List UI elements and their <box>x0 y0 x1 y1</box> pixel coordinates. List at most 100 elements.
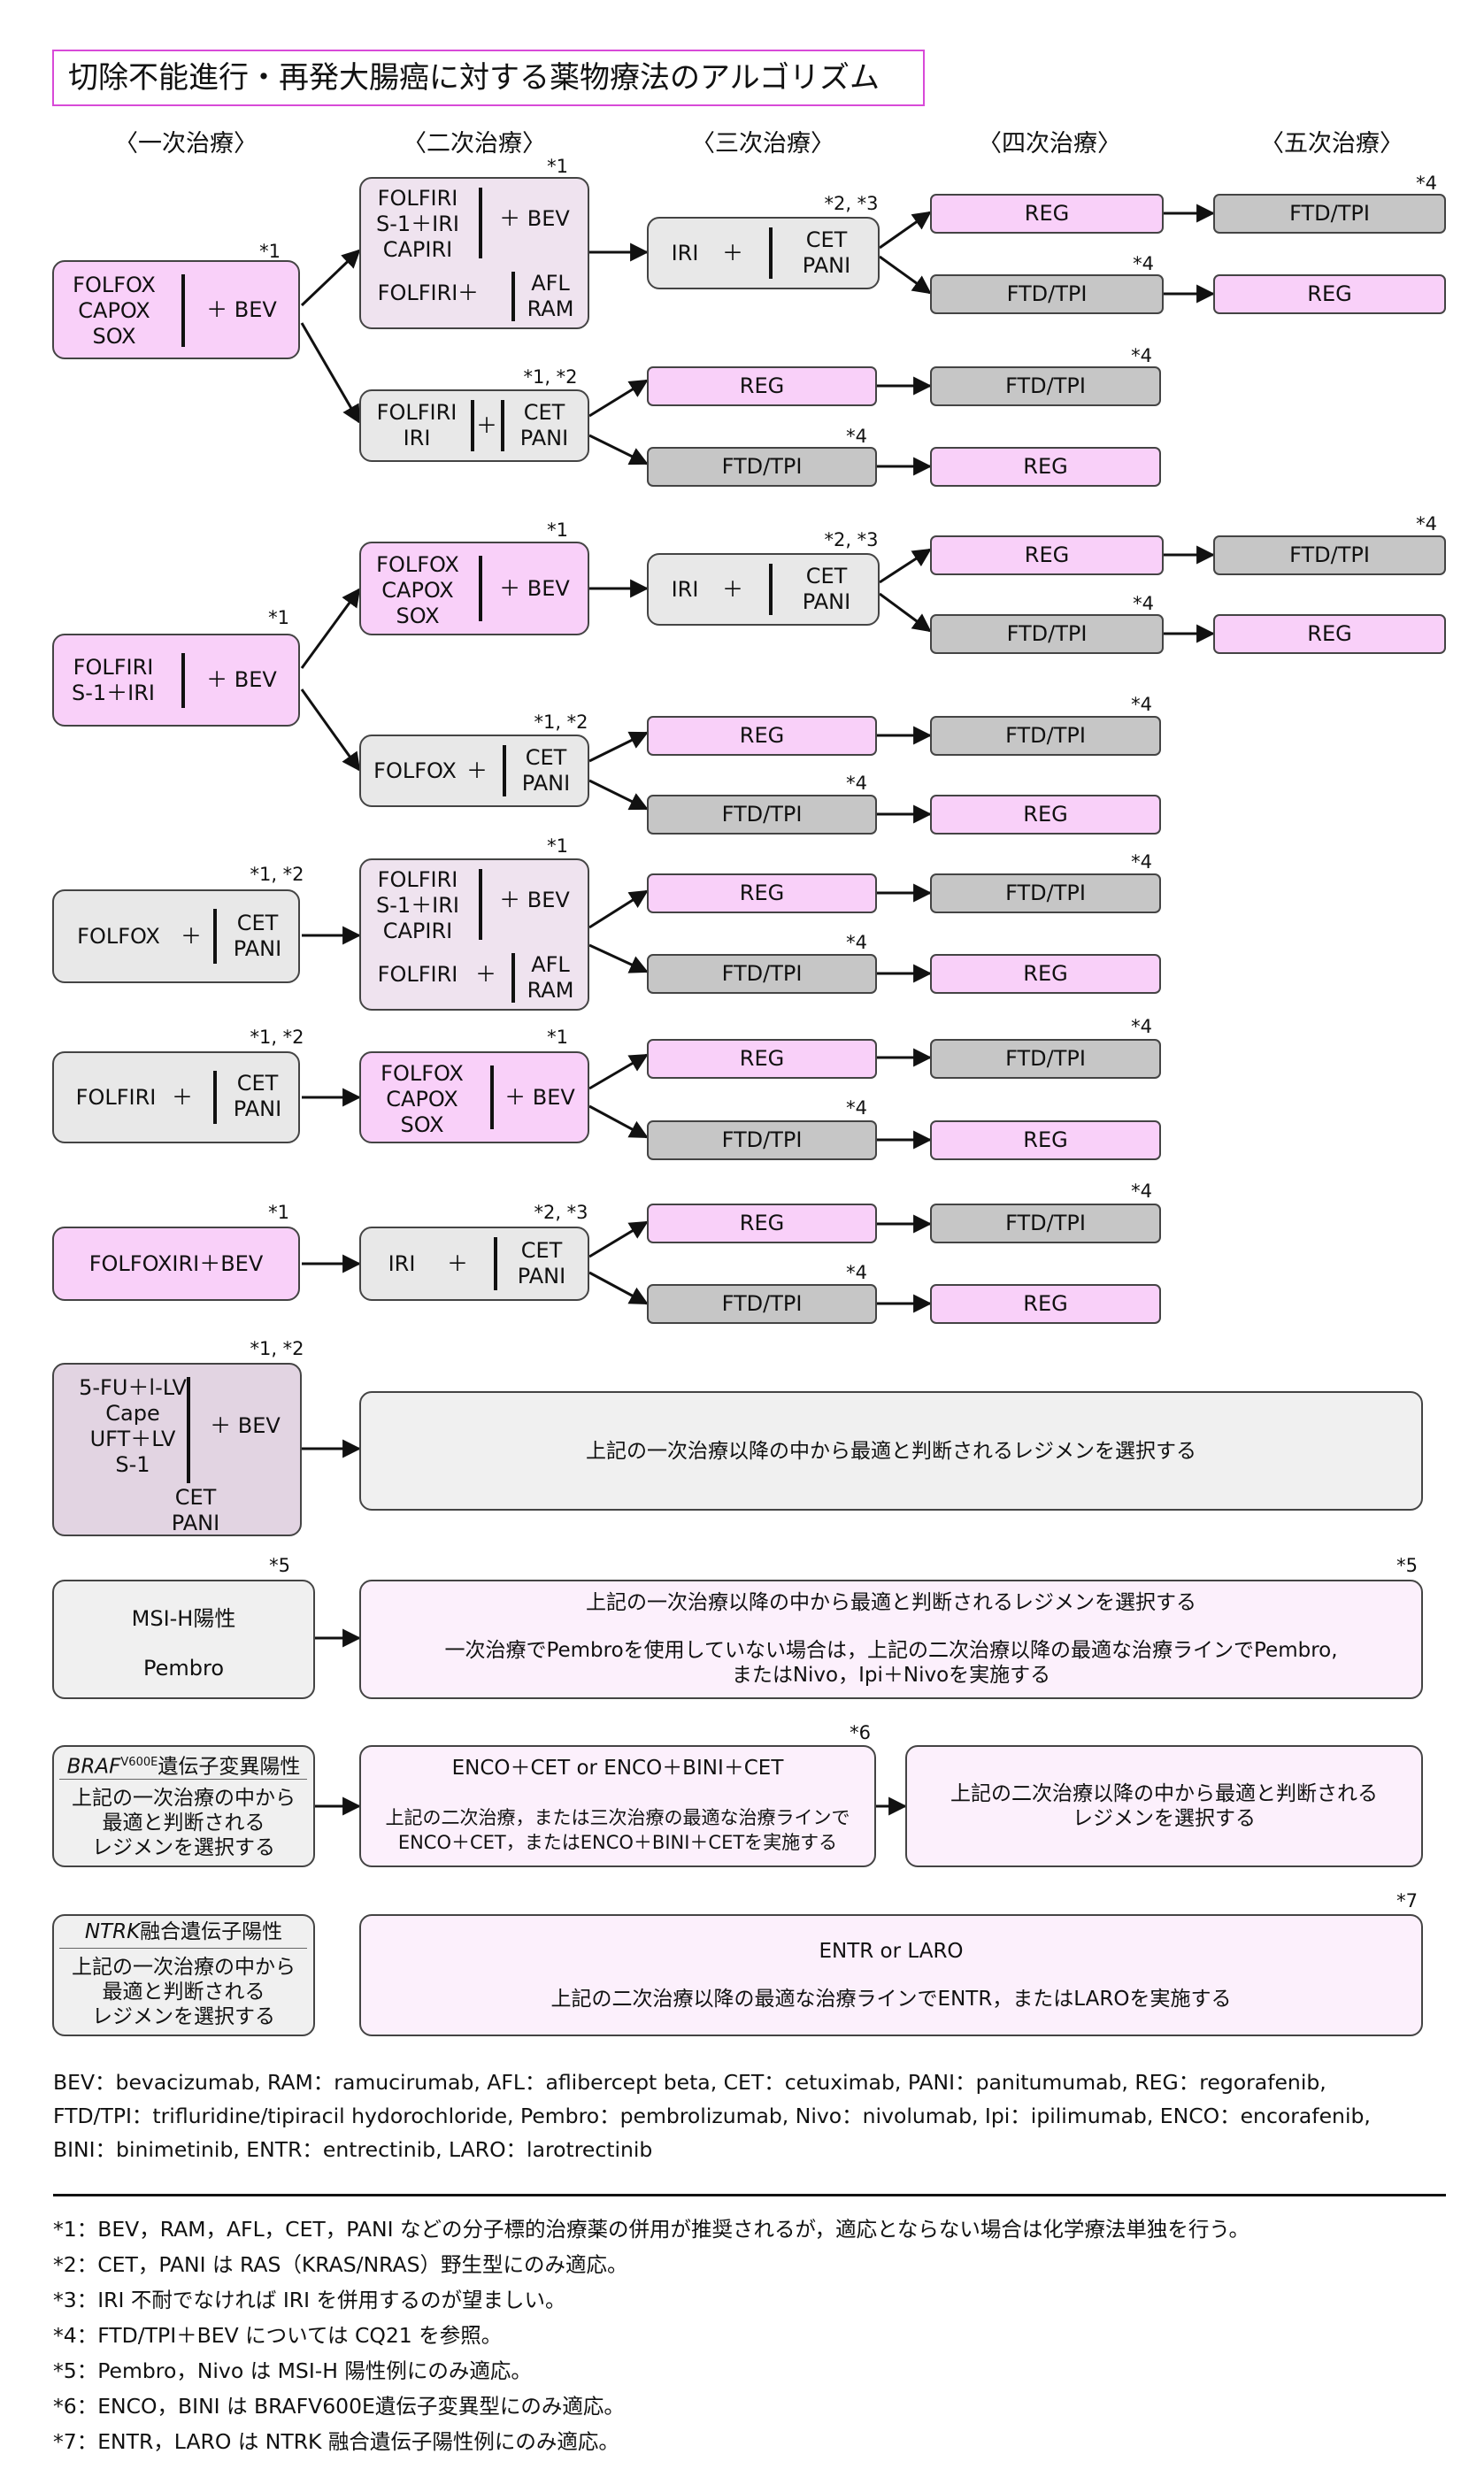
ftd-tpi-box: FTD/TPI <box>930 873 1161 913</box>
msi-h-box: MSI-H陽性 Pembro <box>52 1580 315 1699</box>
divider <box>181 274 185 347</box>
plus-sign: ＋ <box>475 961 496 987</box>
footnote-mark: *4 <box>1131 345 1152 366</box>
divider <box>494 1237 497 1290</box>
regimen-box: IRI ＋ CET PANI <box>359 1227 589 1301</box>
footnote-mark: *4 <box>1131 851 1152 873</box>
footnote-mark: *1 <box>268 607 289 628</box>
footnote: *5：Pembro，Nivo は MSI-H 陽性例にのみ適応。 <box>53 2358 532 2383</box>
regimen-drugs: IRI <box>388 1250 416 1276</box>
footnote: *7：ENTR，LARO は NTRK 融合遺伝子陽性例にのみ適応。 <box>53 2429 619 2454</box>
folfoxiri-box: FOLFOXIRI＋BEV <box>52 1227 300 1301</box>
ftd-tpi-box: FTD/TPI <box>1213 535 1446 575</box>
ftd-tpi-box: FTD/TPI <box>1213 194 1446 234</box>
combination-drug: ＋ BEV <box>206 296 277 322</box>
braf-treatment-box: ENCO＋CET or ENCO＋BINI＋CET 上記の二次治療，または三次治… <box>359 1745 876 1867</box>
regimen-box: FOLFIRI S-1＋IRI ＋ BEV <box>52 634 300 727</box>
ntrk-select-text: 上記の一次治療の中から 最適と判断される レジメンを選択する <box>72 1956 296 2028</box>
footnote-mark: *4 <box>846 773 867 794</box>
footnote-mark: *2, *3 <box>824 529 879 550</box>
footnote-mark: *1 <box>547 1027 568 1048</box>
regimen-box: 5-FU＋l-LV Cape UFT＋LV S-1 ＋ BEV CET PANI <box>52 1363 302 1536</box>
footnote-mark: *1 <box>547 156 568 177</box>
plus-sign: ＋ <box>466 758 488 783</box>
combination-drug: ＋ BEV <box>499 887 570 912</box>
regimen-drugs: FOLFIRI <box>75 1084 157 1110</box>
footnote: *4：FTD/TPI＋BEV については CQ21 を参照。 <box>53 2323 503 2348</box>
footnote-mark: *4 <box>1131 1181 1152 1202</box>
braf-mutation: V600E <box>120 1756 158 1769</box>
regimen-drugs: 5-FU＋l-LV Cape UFT＋LV S-1 <box>79 1375 187 1477</box>
header-fifth-line: 〈五次治療〉 <box>1260 130 1403 158</box>
ftd-tpi-box: FTD/TPI <box>930 614 1164 654</box>
divider <box>479 556 482 621</box>
plus-sign: ＋ <box>181 923 202 949</box>
braf-followup-box: 上記の二次治療以降の中から最適と判断される レジメンを選択する <box>905 1745 1423 1867</box>
ftd-tpi-box: FTD/TPI <box>647 447 877 487</box>
regimen-drugs: FOLFIRI <box>377 280 458 305</box>
footnote-mark: *1, *2 <box>523 366 578 388</box>
select-regimen-box: 上記の一次治療以降の中から最適と判断されるレジメンを選択する <box>359 1391 1423 1511</box>
braf-gene: BRAF <box>66 1755 121 1779</box>
regimen-drugs: FOLFOX <box>77 923 160 949</box>
combination-drug: AFL RAM <box>527 952 574 1003</box>
regimen-box: FOLFIRI IRI ＋ CET PANI <box>359 389 589 462</box>
regimen-box: FOLFIRI ＋ CET PANI <box>52 1051 300 1143</box>
reg-box: REG <box>647 873 877 913</box>
msi-h-line-2: 一次治療でPembroを使用していない場合は，上記の二次治療以降の最適な治療ライ… <box>444 1639 1338 1662</box>
regimen-drugs: FOLFOX CAPOX SOX <box>376 552 459 628</box>
header-divider <box>59 1779 307 1780</box>
regimen-drugs: FOLFIRI S-1＋IRI CAPIRI <box>376 867 459 943</box>
ntrk-gene: NTRK <box>84 1920 141 1943</box>
divider <box>490 1065 494 1129</box>
footnote-mark: *1 <box>259 241 281 262</box>
ntrk-treatment-box: ENTR or LARO 上記の二次治療以降の最適な治療ラインでENTR，または… <box>359 1914 1423 2036</box>
reg-box: REG <box>930 447 1161 487</box>
ntrk-box: NTRK融合遺伝子陽性 上記の一次治療の中から 最適と判断される レジメンを選択… <box>52 1914 315 2036</box>
combination-drug: ＋ BEV <box>499 575 570 601</box>
footnote-mark: *4 <box>846 1097 867 1119</box>
footnote-mark: *5 <box>269 1555 290 1576</box>
reg-box: REG <box>930 795 1161 835</box>
combination-drug: CET PANI <box>521 745 571 796</box>
footnote-mark: *4 <box>846 932 867 953</box>
combination-drug: ＋ BEV <box>499 205 570 231</box>
footnote-mark: *1, *2 <box>534 712 588 733</box>
msi-h-treatment-box: 上記の一次治療以降の中から最適と判断されるレジメンを選択する 一次治療でPemb… <box>359 1580 1423 1699</box>
footnote-mark: *1, *2 <box>250 864 304 885</box>
reg-box: REG <box>647 716 877 756</box>
footnote-mark: *1 <box>547 835 568 857</box>
msi-h-line-3: またはNivo，Ipi＋Nivoを実施する <box>731 1664 1051 1687</box>
ftd-tpi-box: FTD/TPI <box>647 1120 877 1160</box>
divider <box>479 188 482 258</box>
footnote-mark: *2, *3 <box>824 193 879 214</box>
plus-sign: ＋ <box>722 576 743 602</box>
ftd-tpi-box: FTD/TPI <box>647 1284 877 1324</box>
diagram-title: 切除不能進行・再発大腸癌に対する薬物療法のアルゴリズム <box>52 50 925 106</box>
footnote-mark: *4 <box>846 1262 867 1283</box>
regimen-drugs: FOLFOX <box>373 758 457 783</box>
footnote: *3：IRI 不耐でなければ IRI を併用するのが望ましい。 <box>53 2288 566 2312</box>
combination-drug: CET PANI <box>802 227 851 278</box>
ftd-tpi-box: FTD/TPI <box>930 1039 1161 1079</box>
regimen-drugs: FOLFIRI S-1＋IRI <box>72 655 155 705</box>
header-second-line: 〈二次治療〉 <box>403 130 546 158</box>
footnote-mark: *1, *2 <box>250 1338 304 1359</box>
plus-sign: ＋ <box>476 412 497 438</box>
msi-h-label: MSI-H陽性 <box>131 1606 236 1631</box>
plus-sign: ＋ <box>722 240 743 265</box>
reg-box: REG <box>930 535 1164 575</box>
combination-drug: CET PANI <box>171 1485 220 1535</box>
abbreviation-line: FTD/TPI：trifluridine/tipiracil hydorochl… <box>53 2104 1371 2128</box>
braf-header: BRAFV600E遺伝子変異陽性 <box>54 1750 313 1780</box>
plus-sign: ＋ <box>172 1084 193 1110</box>
reg-box: REG <box>930 194 1164 234</box>
braf-status: 遺伝子変異陽性 <box>158 1755 301 1779</box>
combination-drug: CET PANI <box>519 400 569 450</box>
reg-box: REG <box>647 1039 877 1079</box>
regimen-drugs: FOLFIRI S-1＋IRI CAPIRI <box>376 186 459 262</box>
regimen-box: FOLFIRI S-1＋IRI CAPIRI ＋ BEV FOLFIRI ＋ A… <box>359 177 589 329</box>
reg-box: REG <box>930 1284 1161 1324</box>
footnote: *1：BEV，RAM，AFL，CET，PANI などの分子標的治療薬の併用が推奨… <box>53 2217 1249 2242</box>
